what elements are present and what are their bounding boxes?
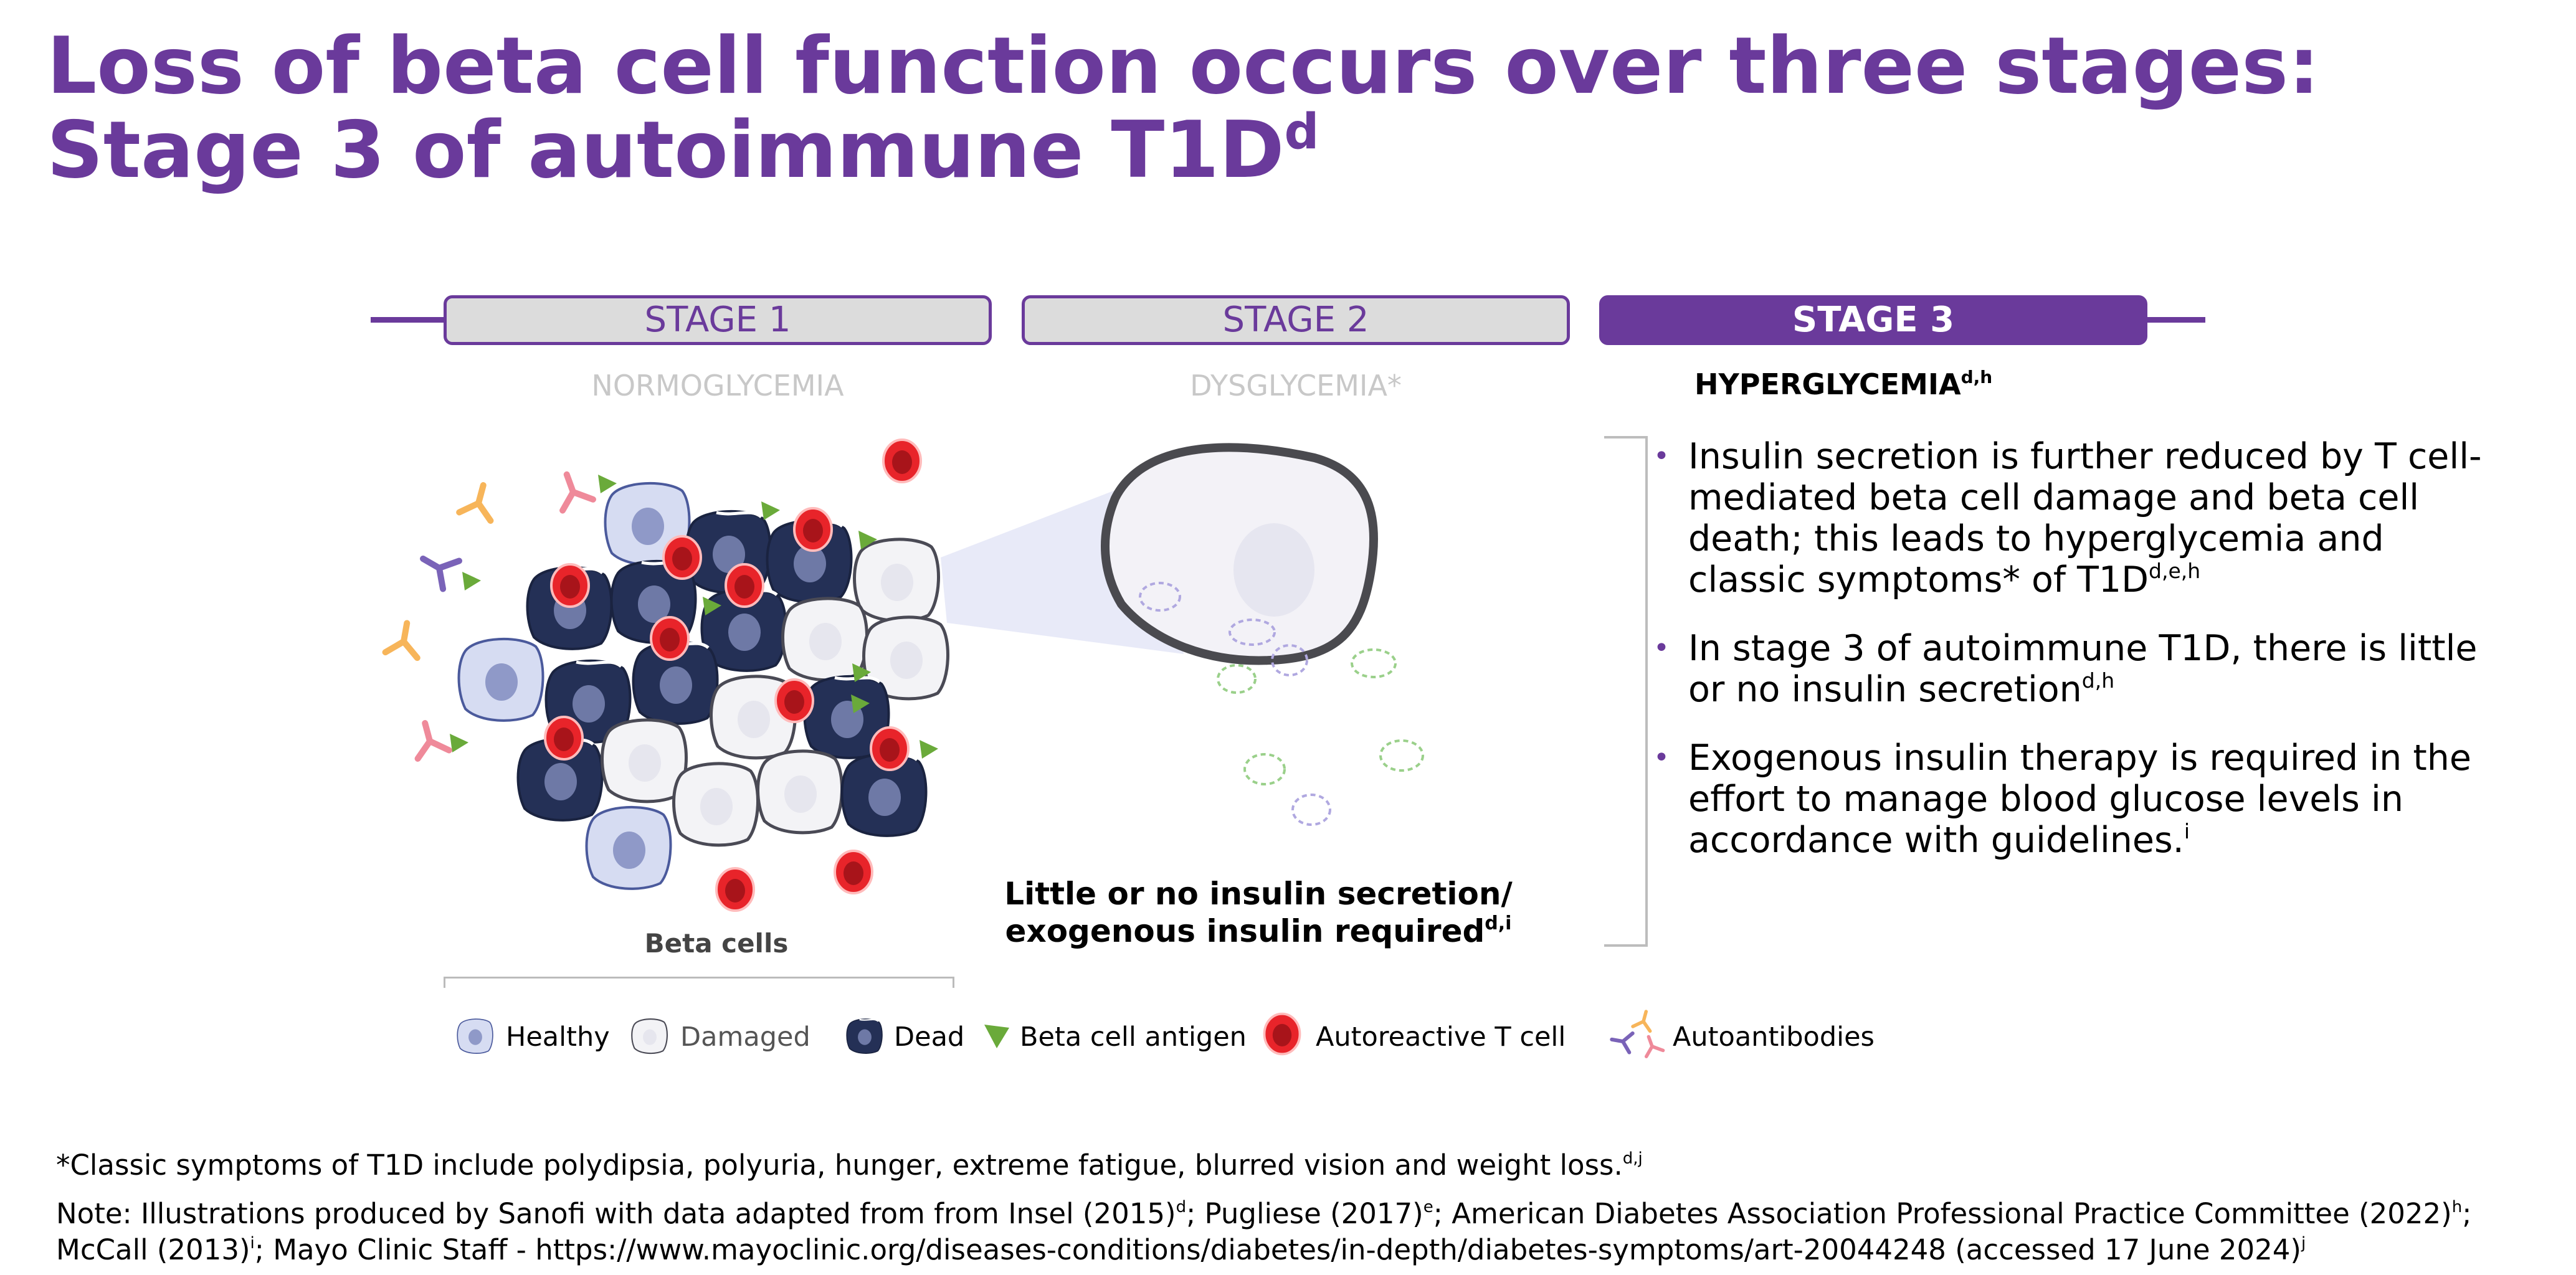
- beta-cell-antigen-icon: [984, 1025, 1009, 1048]
- beta-cell-antigen: [450, 734, 468, 752]
- damaged-cell: [855, 539, 939, 621]
- autoreactive-t-cell: [870, 726, 910, 771]
- beta-cells-bracket: [444, 977, 954, 988]
- autoreactive-t-cell: [550, 563, 590, 608]
- bullet-dot: •: [1653, 440, 1670, 472]
- insulin-granules: [1139, 582, 1424, 826]
- stage-2-box: STAGE 2: [1022, 295, 1570, 345]
- legend-dead-label: Dead: [894, 1021, 965, 1053]
- magnified-damaged-cell: [1100, 443, 1379, 665]
- bullet-item: •In stage 3 of autoimmune T1D, there is …: [1653, 628, 2478, 710]
- autoreactive-t-cell: [774, 678, 814, 723]
- autoantibody: [551, 469, 593, 511]
- bullet-item: •Insulin secretion is further reduced by…: [1653, 436, 2482, 600]
- autoreactive-t-cell: [725, 563, 764, 608]
- legend-t-cell-label: Autoreactive T cell: [1316, 1021, 1566, 1053]
- insulin-caption: Little or no insulin secretion/ exogenou…: [1004, 876, 1513, 949]
- autoreactive-t-cell: [650, 616, 690, 661]
- references-note: Note: Illustrations produced by Sanofi w…: [56, 1197, 2472, 1266]
- timeline-line-left: [371, 317, 445, 323]
- symptoms-footnote: *Classic symptoms of T1D include polydip…: [56, 1149, 1643, 1182]
- autoreactive-t-cell-icon: [1263, 1012, 1301, 1056]
- page-title: Loss of beta cell function occurs over t…: [47, 24, 2476, 192]
- legend-autoantibodies-label: Autoantibodies: [1673, 1021, 1875, 1053]
- beta-cells-label: Beta cells: [644, 928, 789, 959]
- autoantibody: [386, 620, 423, 658]
- stage-2-glycemia: DYSGLYCEMIA*: [1190, 369, 1402, 402]
- legend-healthy-label: Healthy: [506, 1021, 610, 1053]
- beta-cell-antigen: [598, 475, 617, 493]
- autoreactive-t-cell: [544, 716, 584, 761]
- autoantibodies-icon: [1610, 1009, 1663, 1056]
- timeline-line-right: [2131, 317, 2205, 323]
- legend-icons: [457, 1009, 1663, 1056]
- title-line-1: Loss of beta cell function occurs over t…: [47, 20, 2320, 111]
- autoantibody: [459, 481, 499, 521]
- bullet-item: •Exogenous insulin therapy is required i…: [1653, 737, 2471, 861]
- autoreactive-t-cell: [882, 438, 922, 483]
- stage-1-glycemia: NORMOGLYCEMIA: [591, 369, 844, 402]
- legend-damaged-label: Damaged: [680, 1021, 810, 1053]
- damaged-cell: [758, 751, 842, 833]
- autoreactive-t-cell: [715, 867, 755, 912]
- stage-3-bullets: •Insulin secretion is further reduced by…: [1653, 436, 2492, 888]
- autoreactive-t-cell: [834, 850, 873, 894]
- bullet-dot: •: [1653, 742, 1670, 774]
- stage-1-box: STAGE 1: [444, 295, 992, 345]
- title-superscript: d: [1284, 104, 1319, 160]
- beta-cell-antigen: [920, 740, 938, 759]
- beta-cell-antigen: [462, 572, 481, 590]
- damaged-cell-icon: [631, 1018, 668, 1055]
- beta-cell-antigen: [761, 501, 780, 520]
- bullet-dot: •: [1653, 632, 1670, 664]
- autoantibody: [409, 719, 449, 759]
- stage-3-box: STAGE 3: [1599, 295, 2147, 345]
- stage-3-glycemia: HYPERGLYCEMIAd,h: [1694, 367, 1993, 401]
- autoreactive-t-cell: [662, 535, 702, 580]
- dead-cell-icon: [846, 1018, 883, 1055]
- title-line-2: Stage 3 of autoimmune T1Dd: [47, 104, 1319, 196]
- healthy-cell-icon: [457, 1018, 493, 1054]
- legend-antigen-label: Beta cell antigen: [1020, 1021, 1247, 1053]
- autoantibody: [415, 544, 459, 589]
- autoreactive-t-cell: [793, 507, 833, 552]
- healthy-cell: [457, 637, 544, 722]
- healthy-cell: [585, 805, 672, 890]
- bullet-bracket: [1604, 436, 1648, 947]
- beta-cell-cluster: [457, 481, 948, 890]
- damaged-cell: [674, 764, 758, 845]
